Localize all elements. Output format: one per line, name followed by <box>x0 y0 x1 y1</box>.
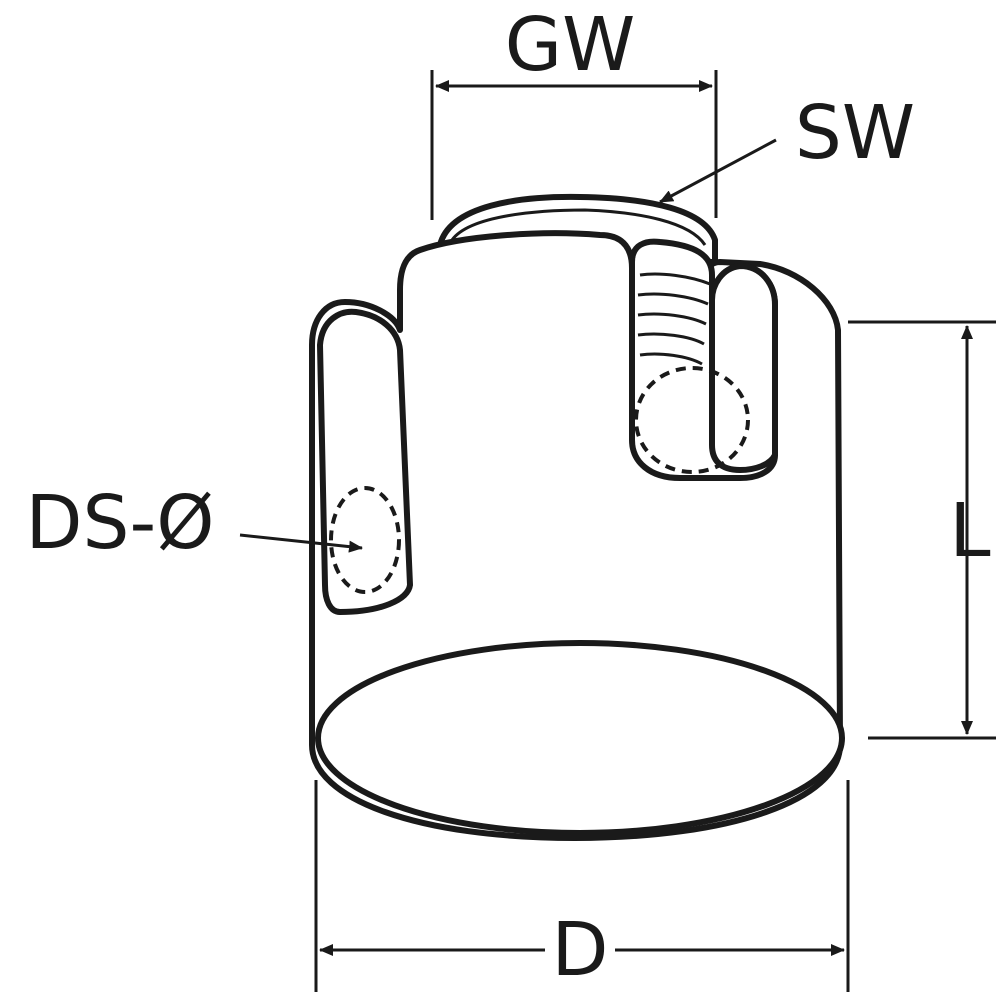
bottom-opening <box>315 640 845 836</box>
l-dimension: L <box>848 320 996 740</box>
cable-hole-top-hidden <box>634 366 750 474</box>
ds-dimension: DS-Ø <box>26 480 363 566</box>
sw-dimension: SW <box>659 90 915 204</box>
sw-label: SW <box>795 90 915 176</box>
gw-dimension: GW <box>430 2 718 220</box>
d-dimension: D <box>314 780 850 993</box>
l-label: L <box>949 488 990 574</box>
d-label-backdrop <box>545 905 615 985</box>
right-slot <box>629 238 778 481</box>
left-slot <box>317 308 413 615</box>
cable-hole-side-hidden <box>329 486 401 594</box>
ds-label: DS-Ø <box>26 480 215 566</box>
d-label: D <box>552 907 609 993</box>
gw-label: GW <box>505 2 636 88</box>
